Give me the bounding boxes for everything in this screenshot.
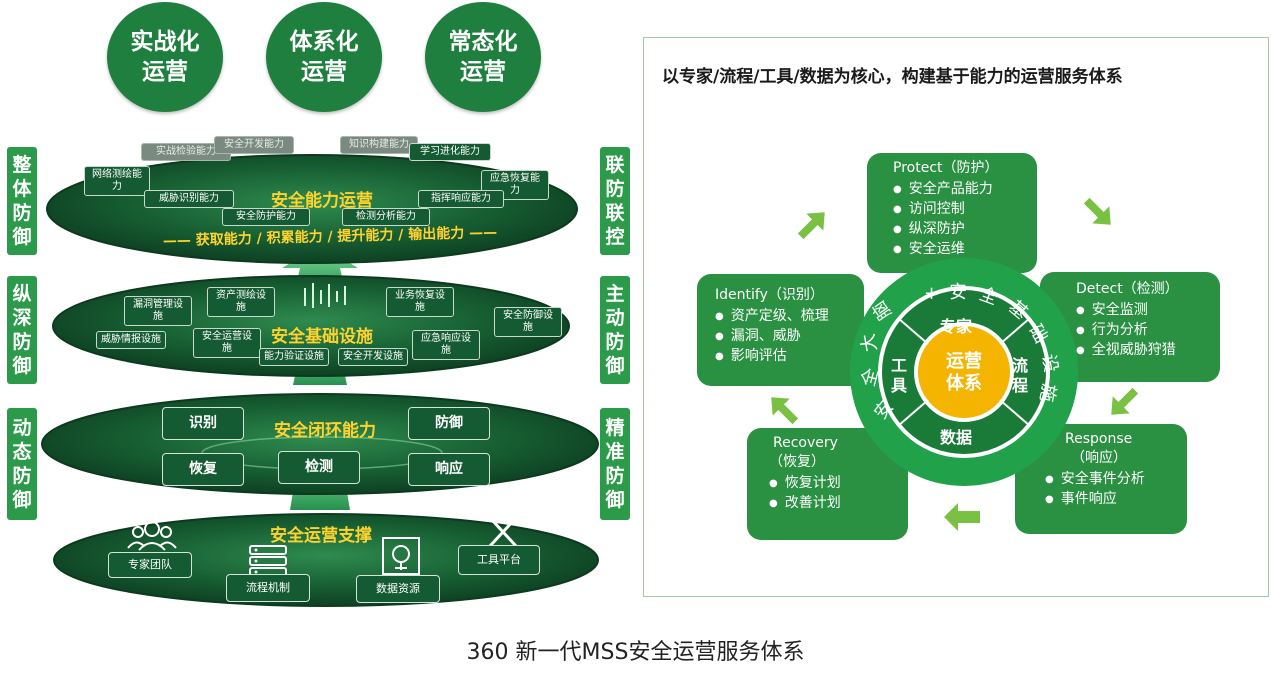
detect-item: 全视威胁狩猎 (1076, 341, 1220, 361)
hub-process: 流程 (1012, 356, 1029, 395)
detect-item: 行为分析 (1076, 321, 1220, 341)
data-doc-icon (382, 537, 420, 575)
protect-heading: Protect（防护） (893, 160, 999, 176)
tag-capability-verify: 能力验证设施 (259, 348, 329, 366)
arrow-response-to-recovery-icon (944, 503, 980, 531)
tag-business-recovery: 业务恢复设施 (386, 287, 454, 317)
arrow-protect-to-detect-icon (1083, 197, 1111, 225)
identify-item: 漏洞、威胁 (715, 327, 864, 347)
ring-char: + (924, 283, 940, 304)
recovery-item: 改善计划 (769, 494, 908, 514)
response-heading: Response (1065, 431, 1133, 447)
right-label-active: 主动防御 (600, 276, 630, 384)
btn-defend: 防御 (408, 407, 490, 440)
hub-data: 数据 (940, 428, 973, 447)
tools-icon (488, 514, 522, 548)
tag-knowledge: 知识构建能力 (340, 136, 418, 154)
response-subheading: （响应） (1071, 450, 1127, 466)
tag-threat-intel: 威胁情报设施 (96, 331, 166, 349)
btn-respond: 响应 (408, 453, 490, 486)
tag-asset-mapping: 资产测绘设施 (207, 287, 275, 317)
right-panel (643, 37, 1269, 597)
btn-detect: 检测 (278, 451, 360, 484)
layer1-title: 安全能力运营 (271, 191, 373, 211)
tag-vuln-mgmt: 漏洞管理设施 (124, 296, 192, 326)
hub-center: 运营体系 (946, 351, 982, 394)
item-data-resource: 数据资源 (356, 575, 440, 603)
tag-emergency-infra: 应急响应设施 (412, 330, 480, 360)
tag-network-mapping: 网络测绘能力 (84, 166, 150, 196)
right-label-precise: 精准防御 (600, 408, 630, 520)
tag-threat-identify: 威胁识别能力 (144, 190, 234, 208)
tag-security-protect: 安全防护能力 (222, 208, 310, 226)
item-expert-team: 专家团队 (108, 552, 192, 578)
right-label-joint: 联防联控 (600, 147, 630, 255)
detect-heading: Detect（检测） (1076, 281, 1179, 297)
server-icon (249, 545, 287, 577)
protect-item: 安全产品能力 (893, 180, 1037, 200)
left-label-dynamic: 动态防御 (7, 408, 37, 520)
layer3-title: 安全闭环能力 (274, 421, 376, 441)
btn-recover: 恢复 (162, 453, 244, 486)
tag-detect-analyze: 检测分析能力 (342, 208, 430, 226)
protect-item: 纵深防护 (893, 220, 1037, 240)
detect-item: 安全监测 (1076, 301, 1220, 321)
identify-item: 资产定级、梳理 (715, 307, 864, 327)
arrow-identify-to-protect-icon (797, 212, 825, 240)
btn-identify: 识别 (162, 407, 244, 440)
ring-char: 安 (949, 282, 967, 303)
panel-title: 以专家/流程/工具/数据为核心，构建基于能力的运营服务体系 (662, 67, 1123, 87)
recovery-item: 恢复计划 (769, 474, 908, 494)
hub-graphic (850, 258, 1078, 486)
item-process: 流程机制 (226, 574, 310, 602)
layer2-title: 安全基础设施 (271, 327, 373, 347)
chart-icon (304, 283, 346, 308)
left-label-overall: 整体防御 (7, 147, 37, 255)
protect-item: 访问控制 (893, 200, 1037, 220)
recovery-heading: Recovery (773, 435, 838, 451)
top-circle-combat: 实战化运营 (107, 2, 223, 112)
protect-item: 安全运维 (893, 240, 1037, 260)
tag-sec-ops: 安全运营设施 (193, 328, 261, 358)
top-circle-system: 体系化运营 (266, 2, 382, 112)
protect-box: Protect（防护） 安全产品能力 访问控制 纵深防护 安全运维 (867, 153, 1037, 273)
top-circle-routine: 常态化运营 (425, 2, 541, 112)
layer4-title: 安全运营支撑 (270, 526, 372, 546)
tag-secure-dev-infra: 安全开发设施 (338, 348, 408, 366)
tag-learning: 学习进化能力 (409, 143, 491, 161)
hub-expert: 专家 (940, 317, 973, 336)
identify-heading: Identify（识别） (715, 287, 824, 303)
identify-item: 影响评估 (715, 347, 864, 367)
layer4-disc (53, 513, 599, 607)
item-tool-platform: 工具平台 (458, 545, 540, 575)
layer1-disc (46, 154, 578, 264)
response-item: 事件响应 (1045, 490, 1187, 510)
team-icon (127, 521, 177, 551)
left-label-depth: 纵深防御 (7, 276, 37, 384)
response-item: 安全事件分析 (1045, 470, 1187, 490)
arrow-detect-to-response-icon (1111, 387, 1139, 415)
identify-box: Identify（识别） 资产定级、梳理 漏洞、威胁 影响评估 (697, 274, 864, 386)
hub-tool: 工具 (891, 356, 908, 395)
tag-command-response: 指挥响应能力 (418, 190, 504, 208)
tag-security-defense: 安全防御设施 (494, 307, 562, 337)
arrow-recovery-to-identify-icon (771, 397, 799, 425)
tag-secure-dev: 安全开发能力 (214, 136, 294, 154)
recovery-subheading: （恢复） (769, 454, 825, 470)
figure-caption: 360 新一代MSS安全运营服务体系 (466, 640, 805, 665)
